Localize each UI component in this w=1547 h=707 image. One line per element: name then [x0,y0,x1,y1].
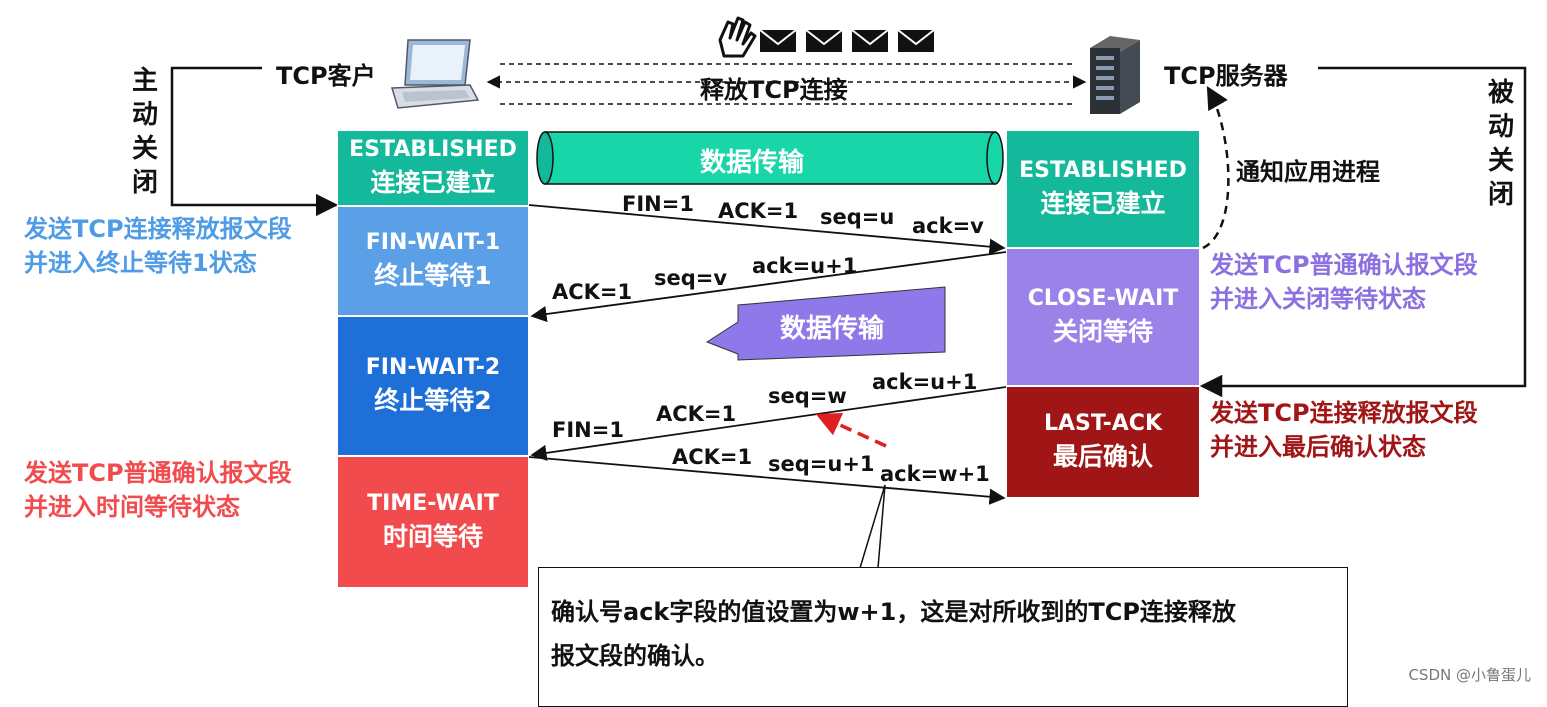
watermark: CSDN @小鲁蛋儿 [1408,666,1531,684]
seg2-acknum: ack=u+1 [752,254,858,278]
segment-2-arrow [530,251,1007,323]
release-label: 释放TCP连接 [700,76,848,104]
note-close-wait: 发送TCP普通确认报文段 并进入关闭等待状态 [1210,248,1478,316]
note-time-wait: 发送TCP普通确认报文段 并进入时间等待状态 [24,456,292,524]
state-en: CLOSE-WAIT [1027,286,1179,311]
seg1-seq: seq=u [820,205,895,229]
client-label: TCP客户 [276,62,376,90]
server-label: TCP服务器 [1164,62,1288,90]
state-en: FIN-WAIT-1 [365,230,501,255]
state-zh: 终止等待1 [374,261,492,290]
notify-app-label: 通知应用进程 [1236,158,1380,186]
segment-4-arrow [528,456,1006,505]
data-transfer-top-label: 数据传输 [700,148,805,178]
callout-line-1: 确认号ack字段的值设置为w+1，这是对所收到的TCP连接释放 [551,598,1236,626]
seg4-acknum: ack=w+1 [880,462,990,486]
client-state-fin-wait-1: FIN-WAIT-1 终止等待1 [337,206,529,316]
server-state-close-wait: CLOSE-WAIT 关闭等待 [1006,248,1200,386]
note-line: 并进入最后确认状态 [1210,433,1426,461]
segment-3-arrow [530,386,1007,461]
state-zh: 关闭等待 [1052,317,1153,346]
state-zh: 连接已建立 [370,168,496,197]
callout-box: 确认号ack字段的值设置为w+1，这是对所收到的TCP连接释放 报文段的确认。 [538,567,1348,707]
seg1-fin: FIN=1 [622,192,694,216]
left-bracket-line [170,66,339,217]
state-en: ESTABLISHED [1019,158,1187,183]
seg1-acknum: ack=v [912,214,984,238]
seg4-ack: ACK=1 [672,445,753,469]
laptop-icon [391,39,480,109]
note-line: 并进入关闭等待状态 [1210,285,1426,313]
callout-line-2: 报文段的确认。 [551,642,719,670]
state-en: LAST-ACK [1043,411,1162,436]
client-state-time-wait: TIME-WAIT 时间等待 [337,456,529,588]
state-en: FIN-WAIT-2 [365,355,501,380]
seg4-seq: seq=u+1 [768,452,875,476]
seg3-fin: FIN=1 [552,418,624,442]
note-line: 并进入终止等待1状态 [24,249,257,277]
right-bracket-line [1199,66,1527,398]
segment-1-arrow [528,204,1006,255]
server-state-established: ESTABLISHED 连接已建立 [1006,130,1200,248]
state-zh: 连接已建立 [1040,189,1166,218]
state-zh: 终止等待2 [374,386,492,415]
seg3-seq: seq=w [768,384,847,408]
notify-curve [1202,86,1230,250]
hand-icon [718,16,757,58]
state-zh: 时间等待 [382,522,483,551]
callout-pointer [859,484,886,569]
server-icon [1090,36,1140,114]
note-line: 发送TCP普通确认报文段 [1210,251,1478,279]
state-en: ESTABLISHED [349,137,517,162]
seg3-acknum: ack=u+1 [872,370,978,394]
seg2-seq: seq=v [654,266,728,290]
client-state-fin-wait-2: FIN-WAIT-2 终止等待2 [337,316,529,456]
envelope-icon [759,29,935,52]
note-last-ack: 发送TCP连接释放报文段 并进入最后确认状态 [1210,396,1478,464]
note-line: 发送TCP普通确认报文段 [24,459,292,487]
data-transfer-left-arrow [705,286,946,361]
note-line: 并进入时间等待状态 [24,493,240,521]
red-dashed-pointer [815,413,887,448]
note-fin-wait-1: 发送TCP连接释放报文段 并进入终止等待1状态 [24,212,292,280]
seg3-ack: ACK=1 [656,402,737,426]
note-line: 发送TCP连接释放报文段 [1210,399,1478,427]
data-transfer-cylinder [536,131,1004,185]
passive-close-label: 被 动 关 闭 [1487,78,1514,210]
seg2-ack: ACK=1 [552,280,633,304]
state-zh: 最后确认 [1052,442,1153,471]
client-state-established: ESTABLISHED 连接已建立 [337,130,529,206]
data-transfer-mid-label: 数据传输 [780,314,885,344]
state-en: TIME-WAIT [367,491,499,516]
server-state-last-ack: LAST-ACK 最后确认 [1006,386,1200,498]
seg1-ack: ACK=1 [718,199,799,223]
note-line: 发送TCP连接释放报文段 [24,215,292,243]
active-close-label: 主 动 关 闭 [131,66,158,198]
